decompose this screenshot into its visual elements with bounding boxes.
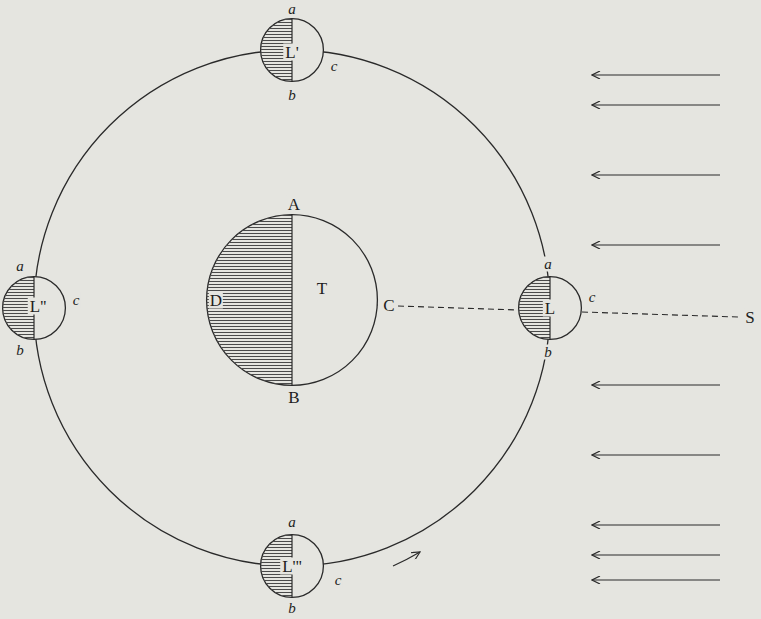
moon-label: L [543, 300, 557, 317]
earth: T [206, 214, 378, 386]
disc [261, 19, 324, 82]
point-capital: B [287, 389, 300, 406]
disc [207, 215, 378, 386]
point-capital: A [287, 196, 301, 213]
point-letter: a [15, 259, 25, 274]
earth-outline [206, 214, 378, 386]
moon: L''' [260, 534, 324, 598]
point-letter: c [330, 59, 339, 74]
point-letter: b [543, 345, 553, 360]
orbit [34, 50, 550, 566]
point-letter: a [287, 2, 297, 17]
point-letter: b [287, 88, 297, 103]
point-letter: c [334, 573, 343, 588]
disc [3, 277, 66, 340]
shadow-half [207, 215, 292, 386]
orbit-direction-arrow [393, 552, 420, 566]
point-letter: c [72, 293, 81, 308]
point-letter: a [287, 515, 297, 530]
earth-label: T [315, 280, 329, 297]
moon-label: L''' [280, 558, 304, 575]
point-capital: D [209, 292, 223, 309]
point-letter: b [15, 343, 25, 358]
terminator [291, 215, 292, 386]
point-capital: S [744, 309, 755, 326]
moon: L [518, 276, 582, 340]
moon-label: L' [283, 44, 300, 61]
sun-rays [592, 75, 720, 580]
point-capital: C [382, 297, 395, 314]
point-letter: c [588, 290, 597, 305]
moon: L'' [2, 276, 66, 340]
point-letter: b [287, 601, 297, 616]
point-letter: a [543, 257, 553, 272]
moon-label: L'' [28, 298, 49, 315]
disc [261, 535, 324, 598]
moon: L' [260, 18, 324, 82]
disc [519, 277, 582, 340]
